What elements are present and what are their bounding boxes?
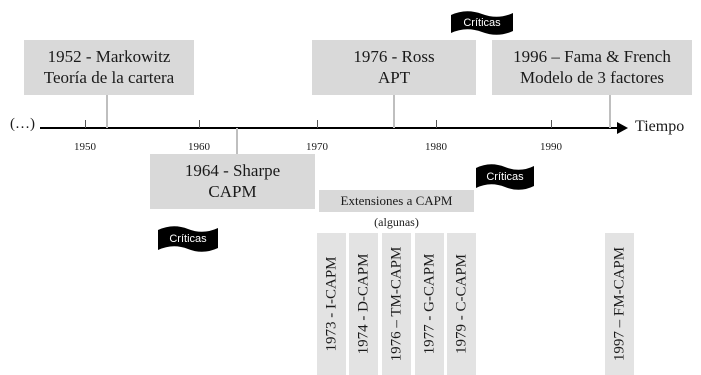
event-ross-subtitle: APT	[377, 67, 411, 87]
critique-label: Críticas	[169, 233, 207, 245]
timeline-axis	[40, 127, 618, 129]
flag-icon	[476, 164, 534, 190]
extension-label: 1997 – FM-CAPM	[611, 246, 627, 362]
extension-d-capm: 1974 - D-CAPM	[349, 233, 378, 375]
tick-1970	[317, 120, 318, 128]
event-markowitz-subtitle: Teoría de la cartera	[43, 67, 175, 87]
extension-label: 1973 - I-CAPM	[323, 256, 339, 352]
event-markowitz-title: 1952 - Markowitz	[47, 47, 171, 67]
event-fama-french-subtitle: Modelo de 3 factores	[520, 67, 664, 87]
axis-end-label: Tiempo	[635, 118, 685, 135]
event-ross-title: 1976 - Ross	[353, 47, 435, 67]
event-sharpe-title: 1964 - Sharpe	[184, 161, 281, 181]
critique-flag-sharpe: Críticas	[158, 225, 218, 253]
flag-icon	[158, 226, 218, 252]
tick-1980	[436, 120, 437, 128]
event-fama-french: 1996 – Fama & French Modelo de 3 factore…	[492, 40, 692, 95]
connector-ross	[393, 95, 395, 128]
extension-tm-capm: 1976 – TM-CAPM	[382, 233, 411, 375]
tick-1950	[85, 120, 86, 128]
extensions-subtitle: (algunas)	[374, 215, 419, 229]
critique-flag-ross: Críticas	[451, 10, 513, 36]
extension-c-capm: 1979 - C-CAPM	[447, 233, 476, 375]
event-sharpe: 1964 - Sharpe CAPM	[150, 154, 315, 209]
axis-start-label: (…)	[10, 116, 35, 132]
timeline-arrowhead	[617, 122, 628, 134]
tick-label-1960: 1960	[188, 141, 210, 153]
extension-fm-capm: 1997 – FM-CAPM	[605, 233, 634, 375]
extension-label: 1977 - G-CAPM	[421, 253, 437, 355]
connector-fama-french	[609, 95, 611, 128]
critique-label: Críticas	[486, 171, 524, 183]
connector-sharpe	[236, 128, 238, 154]
critique-flag-extensions: Críticas	[476, 163, 534, 191]
tick-label-1970: 1970	[306, 141, 328, 153]
event-markowitz: 1952 - Markowitz Teoría de la cartera	[24, 40, 194, 95]
tick-1960	[199, 120, 200, 128]
flag-icon	[451, 11, 513, 35]
event-ross: 1976 - Ross APT	[312, 40, 476, 95]
extension-label: 1974 - D-CAPM	[355, 253, 371, 355]
tick-label-1990: 1990	[540, 141, 562, 153]
extension-label: 1976 – TM-CAPM	[388, 246, 404, 362]
extension-i-capm: 1973 - I-CAPM	[317, 233, 346, 375]
tick-label-1980: 1980	[425, 141, 447, 153]
critique-label: Críticas	[463, 17, 501, 29]
tick-label-1950: 1950	[74, 141, 96, 153]
extensions-title-box: Extensiones a CAPM	[319, 190, 474, 212]
event-sharpe-subtitle: CAPM	[208, 181, 257, 201]
extension-label: 1979 - C-CAPM	[453, 253, 469, 355]
event-fama-french-title: 1996 – Fama & French	[513, 47, 671, 67]
tick-1990	[551, 120, 552, 128]
extension-g-capm: 1977 - G-CAPM	[415, 233, 444, 375]
connector-markowitz	[106, 95, 108, 128]
